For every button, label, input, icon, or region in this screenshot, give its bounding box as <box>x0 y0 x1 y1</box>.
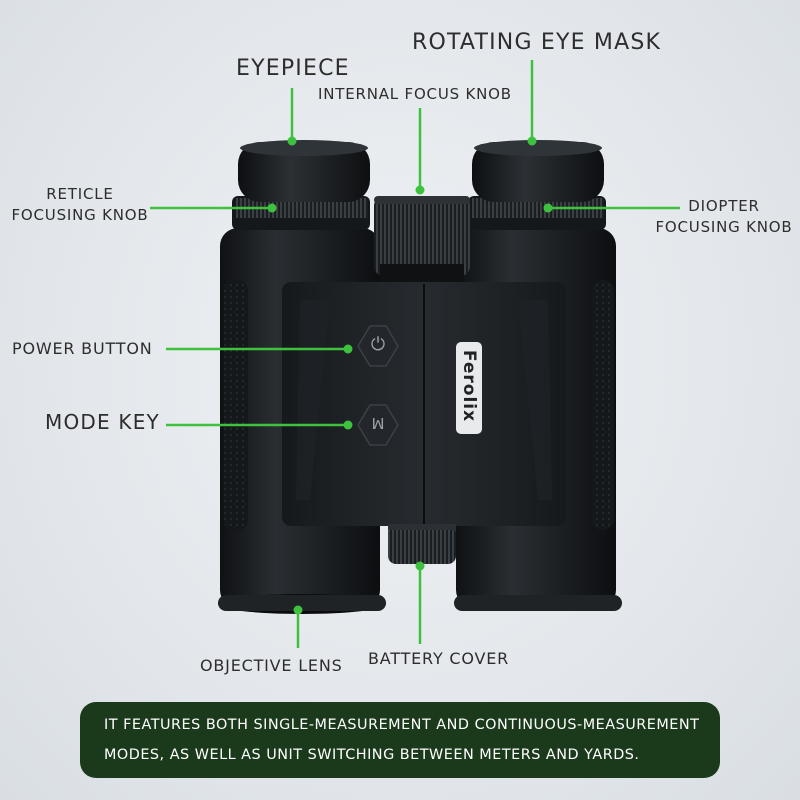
label-mode-key: MODE KEY <box>45 410 160 434</box>
mode-icon: M <box>371 414 385 432</box>
brand-badge <box>456 342 482 434</box>
right-eyepiece <box>468 140 606 230</box>
mode-key-shape <box>357 404 399 446</box>
label-power-button: POWER BUTTON <box>12 339 153 358</box>
label-eyepiece: EYEPIECE <box>236 56 350 81</box>
label-reticle-line2: FOCUSING KNOB <box>11 206 149 224</box>
battery-cover-shape <box>388 524 456 564</box>
callout-lines <box>150 60 680 648</box>
left-eyepiece <box>232 140 370 230</box>
label-battery-cover: BATTERY COVER <box>368 649 510 668</box>
callout-line-2: MODES, AS WELL AS UNIT SWITCHING BETWEEN… <box>104 747 640 763</box>
label-reticle-focusing-knob: RETICLE FOCUSING KNOB <box>10 184 150 226</box>
power-button-shape <box>357 325 399 367</box>
label-diopter-line2: FOCUSING KNOB <box>655 218 793 236</box>
label-rotating-eye-mask: ROTATING EYE MASK <box>412 30 662 55</box>
callout-line-1: IT FEATURES BOTH SINGLE-MEASUREMENT AND … <box>104 717 700 733</box>
brand-logo-text: Ferolix <box>459 349 479 423</box>
label-diopter-line1: DIOPTER <box>688 197 760 215</box>
focus-knob <box>374 196 470 284</box>
label-internal-focus-knob: INTERNAL FOCUS KNOB <box>318 85 512 103</box>
label-reticle-line1: RETICLE <box>46 185 114 203</box>
center-housing <box>282 282 566 526</box>
label-objective-lens: OBJECTIVE LENS <box>200 656 343 675</box>
power-icon: ⏻ <box>370 334 386 355</box>
label-diopter-focusing-knob: DIOPTER FOCUSING KNOB <box>652 196 796 238</box>
feature-callout: IT FEATURES BOTH SINGLE-MEASUREMENT AND … <box>80 702 720 778</box>
